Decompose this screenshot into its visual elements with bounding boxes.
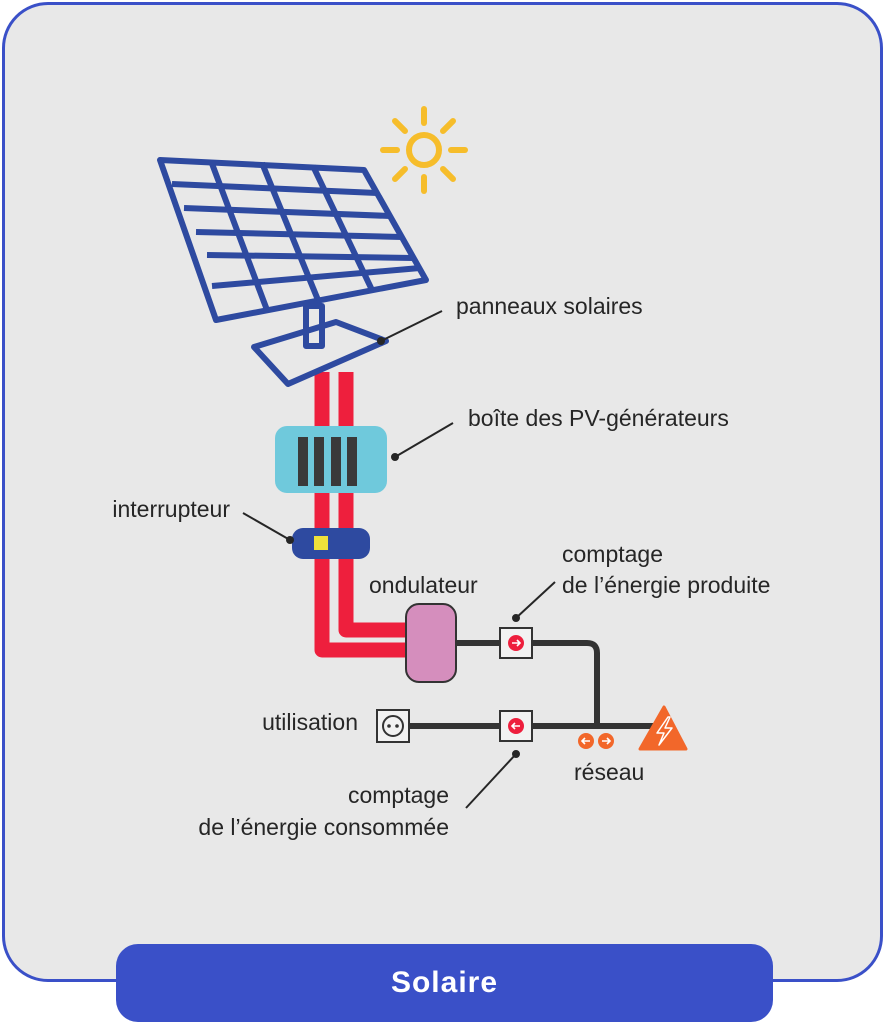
dc-cables bbox=[314, 372, 418, 658]
consumption-meter-icon bbox=[499, 710, 533, 742]
inverter-icon bbox=[405, 603, 457, 683]
switch-icon bbox=[292, 528, 370, 559]
label-production-meter-line1: comptage bbox=[562, 541, 664, 567]
label-grid: réseau bbox=[574, 759, 645, 785]
label-usage: utilisation bbox=[262, 709, 358, 735]
ac-wires bbox=[410, 640, 658, 729]
production-meter-icon bbox=[499, 627, 533, 659]
label-production-meter-line2: de l’énergie produite bbox=[562, 572, 771, 598]
footer-banner: Solaire bbox=[116, 944, 773, 1022]
label-consumption-meter-line2: de l’énergie consommée bbox=[198, 814, 449, 840]
footer-title: Solaire bbox=[390, 966, 499, 999]
label-combiner-box: boîte des PV-générateurs bbox=[468, 405, 729, 431]
label-panels: panneaux solaires bbox=[456, 293, 643, 319]
combiner-box-icon bbox=[275, 426, 387, 493]
bidirectional-arrows-icon bbox=[578, 733, 614, 749]
label-inverter: ondulateur bbox=[369, 572, 478, 598]
solar-panel-icon bbox=[157, 157, 429, 387]
grid-hazard-icon bbox=[638, 705, 688, 751]
sun-icon bbox=[380, 106, 468, 194]
label-consumption-meter-line1: comptage bbox=[347, 782, 449, 808]
diagram-card bbox=[2, 2, 883, 982]
leader-lines bbox=[242, 310, 556, 809]
outlet-icon bbox=[376, 709, 410, 743]
label-switch: interrupteur bbox=[112, 496, 230, 522]
